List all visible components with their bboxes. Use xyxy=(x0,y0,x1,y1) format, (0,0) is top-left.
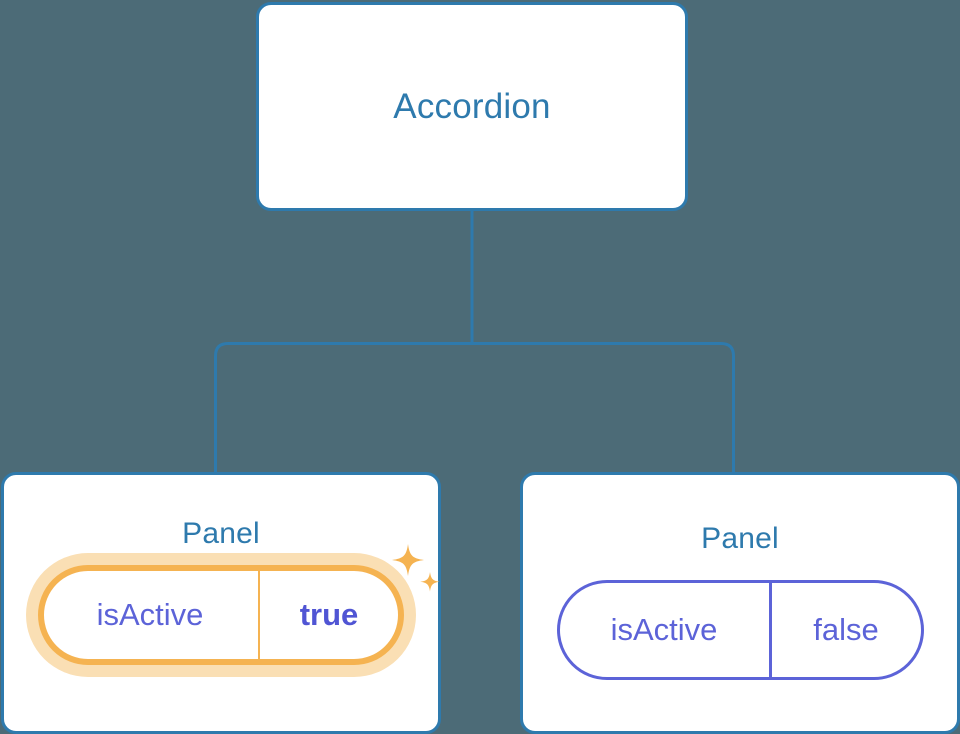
prop-key-right: isActive xyxy=(560,583,772,677)
prop-value-right: false xyxy=(813,612,879,647)
prop-value-left: true xyxy=(299,597,359,632)
node-title-panel-left: Panel xyxy=(182,517,260,550)
node-panel-left[interactable]: Panel isActive true xyxy=(1,472,441,734)
prop-key-left: isActive xyxy=(44,571,260,659)
node-title-panel-right: Panel xyxy=(701,522,779,555)
node-accordion[interactable]: Accordion xyxy=(256,2,688,211)
prop-pill-wrapper-right: isActive false xyxy=(556,580,924,680)
node-title-accordion: Accordion xyxy=(393,86,551,126)
prop-pill-right[interactable]: isActive false xyxy=(556,580,924,680)
prop-pill-left[interactable]: isActive true xyxy=(38,565,404,665)
node-panel-right[interactable]: Panel isActive false xyxy=(520,472,960,734)
connector-child-bus xyxy=(214,342,735,474)
prop-pill-wrapper-left: isActive true xyxy=(26,553,416,677)
